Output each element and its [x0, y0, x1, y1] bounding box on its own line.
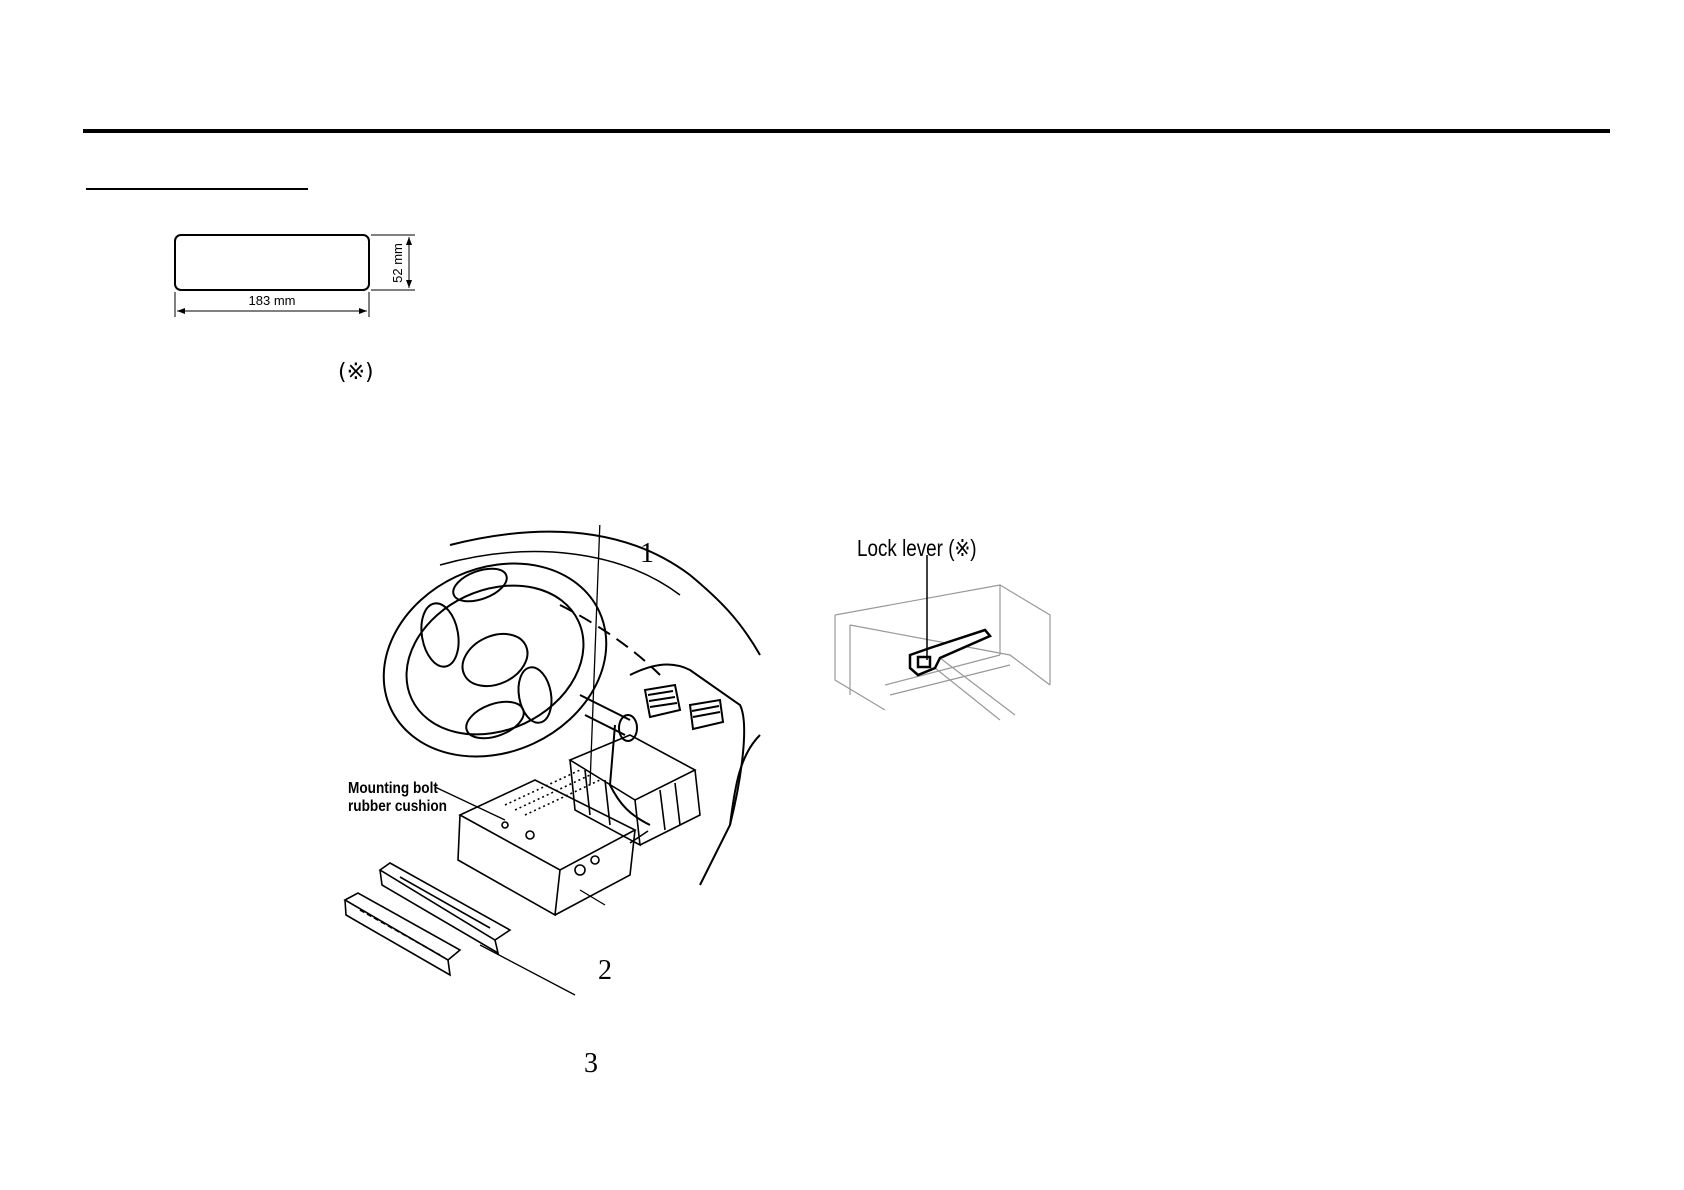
callout-1: 1 — [640, 538, 654, 569]
air-vents — [643, 683, 725, 731]
front-panel — [343, 892, 462, 977]
width-label: 183 mm — [249, 293, 296, 308]
note-mark: (※) — [338, 360, 374, 385]
steering-wheel — [382, 562, 608, 758]
opening-rectangle — [174, 234, 370, 291]
opening-dimension-diagram: 183 mm 52 mm — [174, 234, 415, 317]
installation-illustration — [343, 525, 761, 996]
radio-unit — [457, 769, 649, 917]
callout-3: 3 — [584, 1048, 598, 1079]
mounting-sleeve — [568, 734, 701, 847]
height-label: 52 mm — [390, 243, 405, 283]
lock-lever-illustration — [834, 555, 1051, 721]
top-rule — [83, 129, 1610, 133]
trim-ring — [378, 862, 512, 955]
mounting-label-line1: Mounting bolt — [348, 780, 438, 797]
mounting-bolt-label: Mounting bolt rubber cushion — [348, 780, 484, 816]
lock-lever — [908, 628, 993, 677]
callout-2: 2 — [598, 955, 612, 986]
mounting-label-line2: rubber cushion — [348, 798, 447, 815]
section-heading-underline — [86, 188, 308, 190]
lock-lever-label: Lock lever (※) — [857, 535, 977, 561]
